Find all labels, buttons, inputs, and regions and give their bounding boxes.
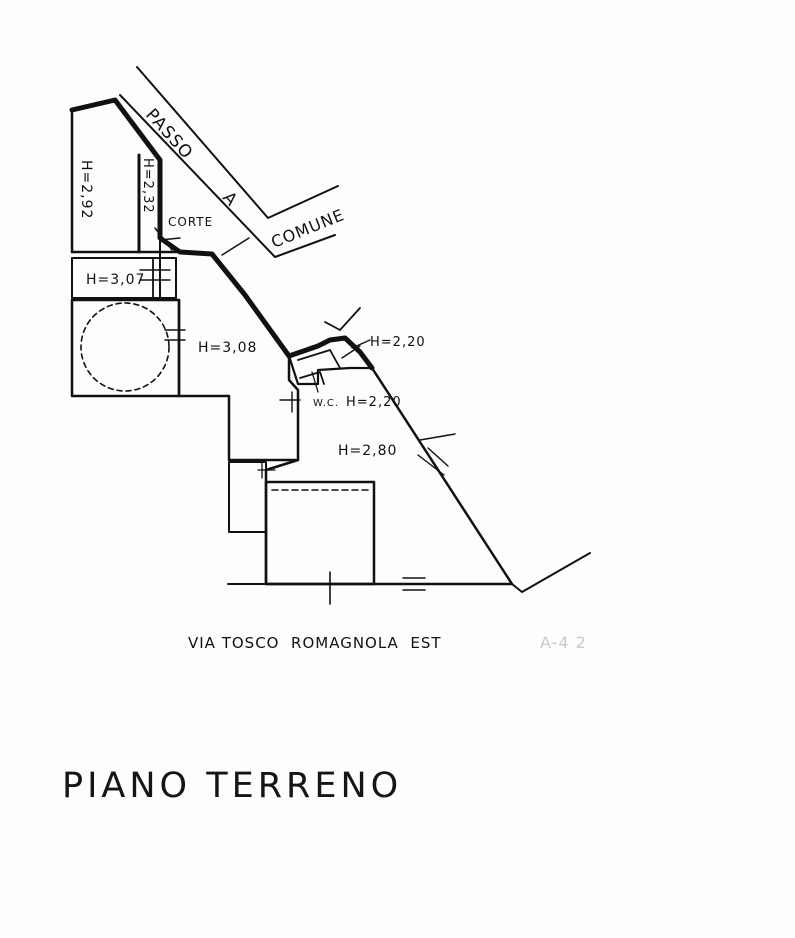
height-label-292: H=2,92 [78, 160, 94, 219]
height-label-232: H=2,32 [140, 158, 155, 214]
tick-wc [279, 391, 301, 413]
room-circle [70, 298, 181, 398]
tick-h307 [139, 269, 171, 281]
street-window [402, 577, 426, 591]
tick-wc-arrow [341, 345, 361, 359]
tick-h220 [351, 339, 371, 349]
circle-tank [80, 302, 170, 392]
height-label-220-wc: H=2,20 [346, 395, 402, 410]
tick-corte [154, 227, 181, 251]
side-annex [228, 461, 267, 533]
plan-title: PIANO TERRENO [62, 766, 403, 806]
street-line [227, 552, 591, 593]
height-label-307: H=3,07 [86, 272, 145, 288]
wc-label: W.C. [313, 398, 339, 409]
wc-inner [297, 349, 341, 369]
passage-line-outer [136, 66, 339, 219]
wall-left-step [159, 237, 180, 301]
a-label: A [218, 188, 241, 211]
height-label-220-upper: H=2,20 [370, 335, 426, 350]
height-label-280: H=2,80 [338, 443, 397, 459]
lower-room [264, 480, 376, 586]
faint-mark: A-4 2 [540, 633, 587, 652]
street-label: VIA TOSCO ROMAGNOLA EST [188, 634, 442, 652]
tick-slant [417, 433, 456, 476]
wc-small-box [299, 371, 325, 385]
tick-lower [257, 461, 276, 479]
outer-wall [69, 97, 375, 371]
passage-line-inner [119, 94, 336, 258]
wc-room [287, 354, 374, 386]
upper-shed [324, 307, 361, 331]
height-label-308: H=3,08 [198, 340, 257, 356]
tick-circle-room [164, 329, 186, 341]
corte-label: CORTE [168, 215, 213, 229]
room-h307 [71, 257, 177, 299]
room-h308 [177, 298, 300, 462]
tick-wc-down [311, 371, 319, 393]
passo-label: PASSO [141, 105, 197, 164]
passage-corner [221, 237, 250, 256]
